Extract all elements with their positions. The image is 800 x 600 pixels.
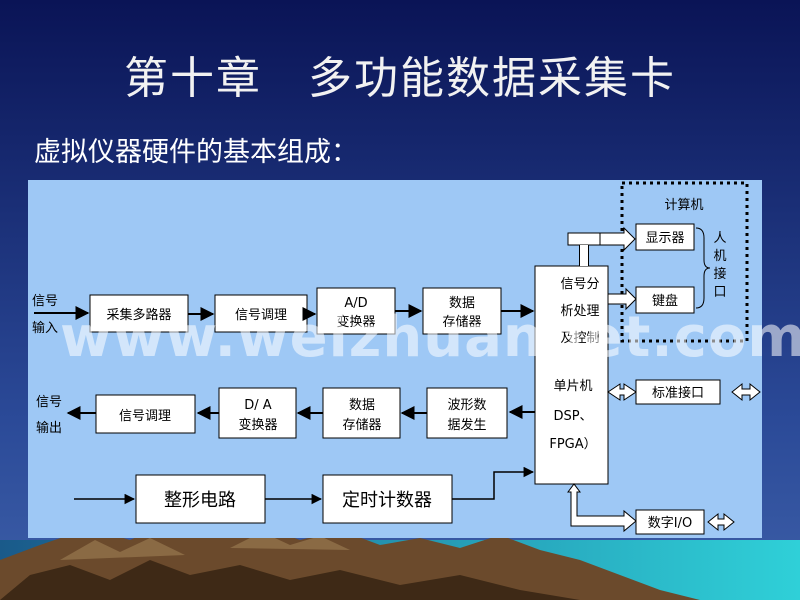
processor-label-5: DSP、: [553, 409, 592, 424]
std-interface-block: [635, 379, 721, 405]
digital-io-block: [635, 509, 705, 535]
signal-output-label-1: 信号: [36, 395, 62, 410]
storage-top-block: [422, 287, 502, 335]
da-label-1: D/ A: [244, 398, 272, 413]
storage-bottom-label-2: 存储器: [342, 418, 381, 433]
timer-label: 定时计数器: [342, 490, 432, 511]
ad-block: [316, 287, 396, 335]
processor-label-1: 信号分: [560, 277, 599, 292]
hmi-label-3: 接: [713, 266, 726, 282]
conditioning-bottom-label: 信号调理: [119, 409, 171, 424]
storage-top-label-2: 存储器: [442, 315, 481, 330]
storage-bottom-block: [322, 387, 401, 439]
storage-bottom-label-1: 数据: [349, 398, 375, 413]
digital-io-label: 数字I/O: [648, 516, 692, 531]
shaping-label: 整形电路: [164, 490, 236, 511]
mux-label: 采集多路器: [106, 307, 171, 323]
std-interface-label: 标准接口: [652, 385, 704, 401]
hmi-label-1: 人: [713, 231, 726, 246]
processor-block: [534, 265, 609, 485]
page-title: 第十章 多功能数据采集卡: [124, 53, 676, 104]
computer-label: 计算机: [664, 198, 703, 213]
signal-input-label-2: 输入: [32, 320, 58, 336]
wave-gen-label-2: 据发生: [447, 417, 486, 433]
hmi-label-2: 机: [713, 249, 726, 264]
keyboard-label: 键盘: [652, 293, 678, 309]
da-block: [218, 387, 297, 439]
processor-label-4: 单片机: [553, 379, 592, 394]
hardware-block-diagram: 计算机 信号 输入 采集多路器 信号调理 A/D 变换器 数据 存储器 信号分 …: [28, 180, 762, 538]
conditioning-top-label: 信号调理: [235, 308, 287, 323]
conditioning-top-block: [214, 294, 308, 333]
display-block: [635, 223, 695, 251]
display-label: 显示器: [645, 231, 684, 246]
keyboard-block: [635, 286, 695, 314]
computer-region: [620, 181, 749, 343]
timer-block: [322, 474, 453, 524]
processor-label-3: 及控制: [560, 331, 599, 346]
processor-label-2: 析处理: [560, 304, 599, 319]
processor-label-6: FPGA）: [549, 437, 596, 452]
storage-top-label-1: 数据: [449, 296, 475, 311]
ad-label-2: 变换器: [336, 314, 375, 330]
da-label-2: 变换器: [238, 417, 277, 433]
shaping-block: [135, 474, 266, 524]
hmi-label-4: 口: [713, 285, 726, 300]
watermark-text: www.weizhuannet.com: [60, 305, 800, 370]
ad-label-1: A/D: [344, 296, 367, 311]
wave-gen-label-1: 波形数: [447, 398, 486, 413]
signal-output-label-2: 输出: [36, 420, 62, 436]
signal-input-label-1: 信号: [32, 294, 58, 309]
page-subtitle: 虚拟仪器硬件的基本组成：: [34, 137, 358, 168]
